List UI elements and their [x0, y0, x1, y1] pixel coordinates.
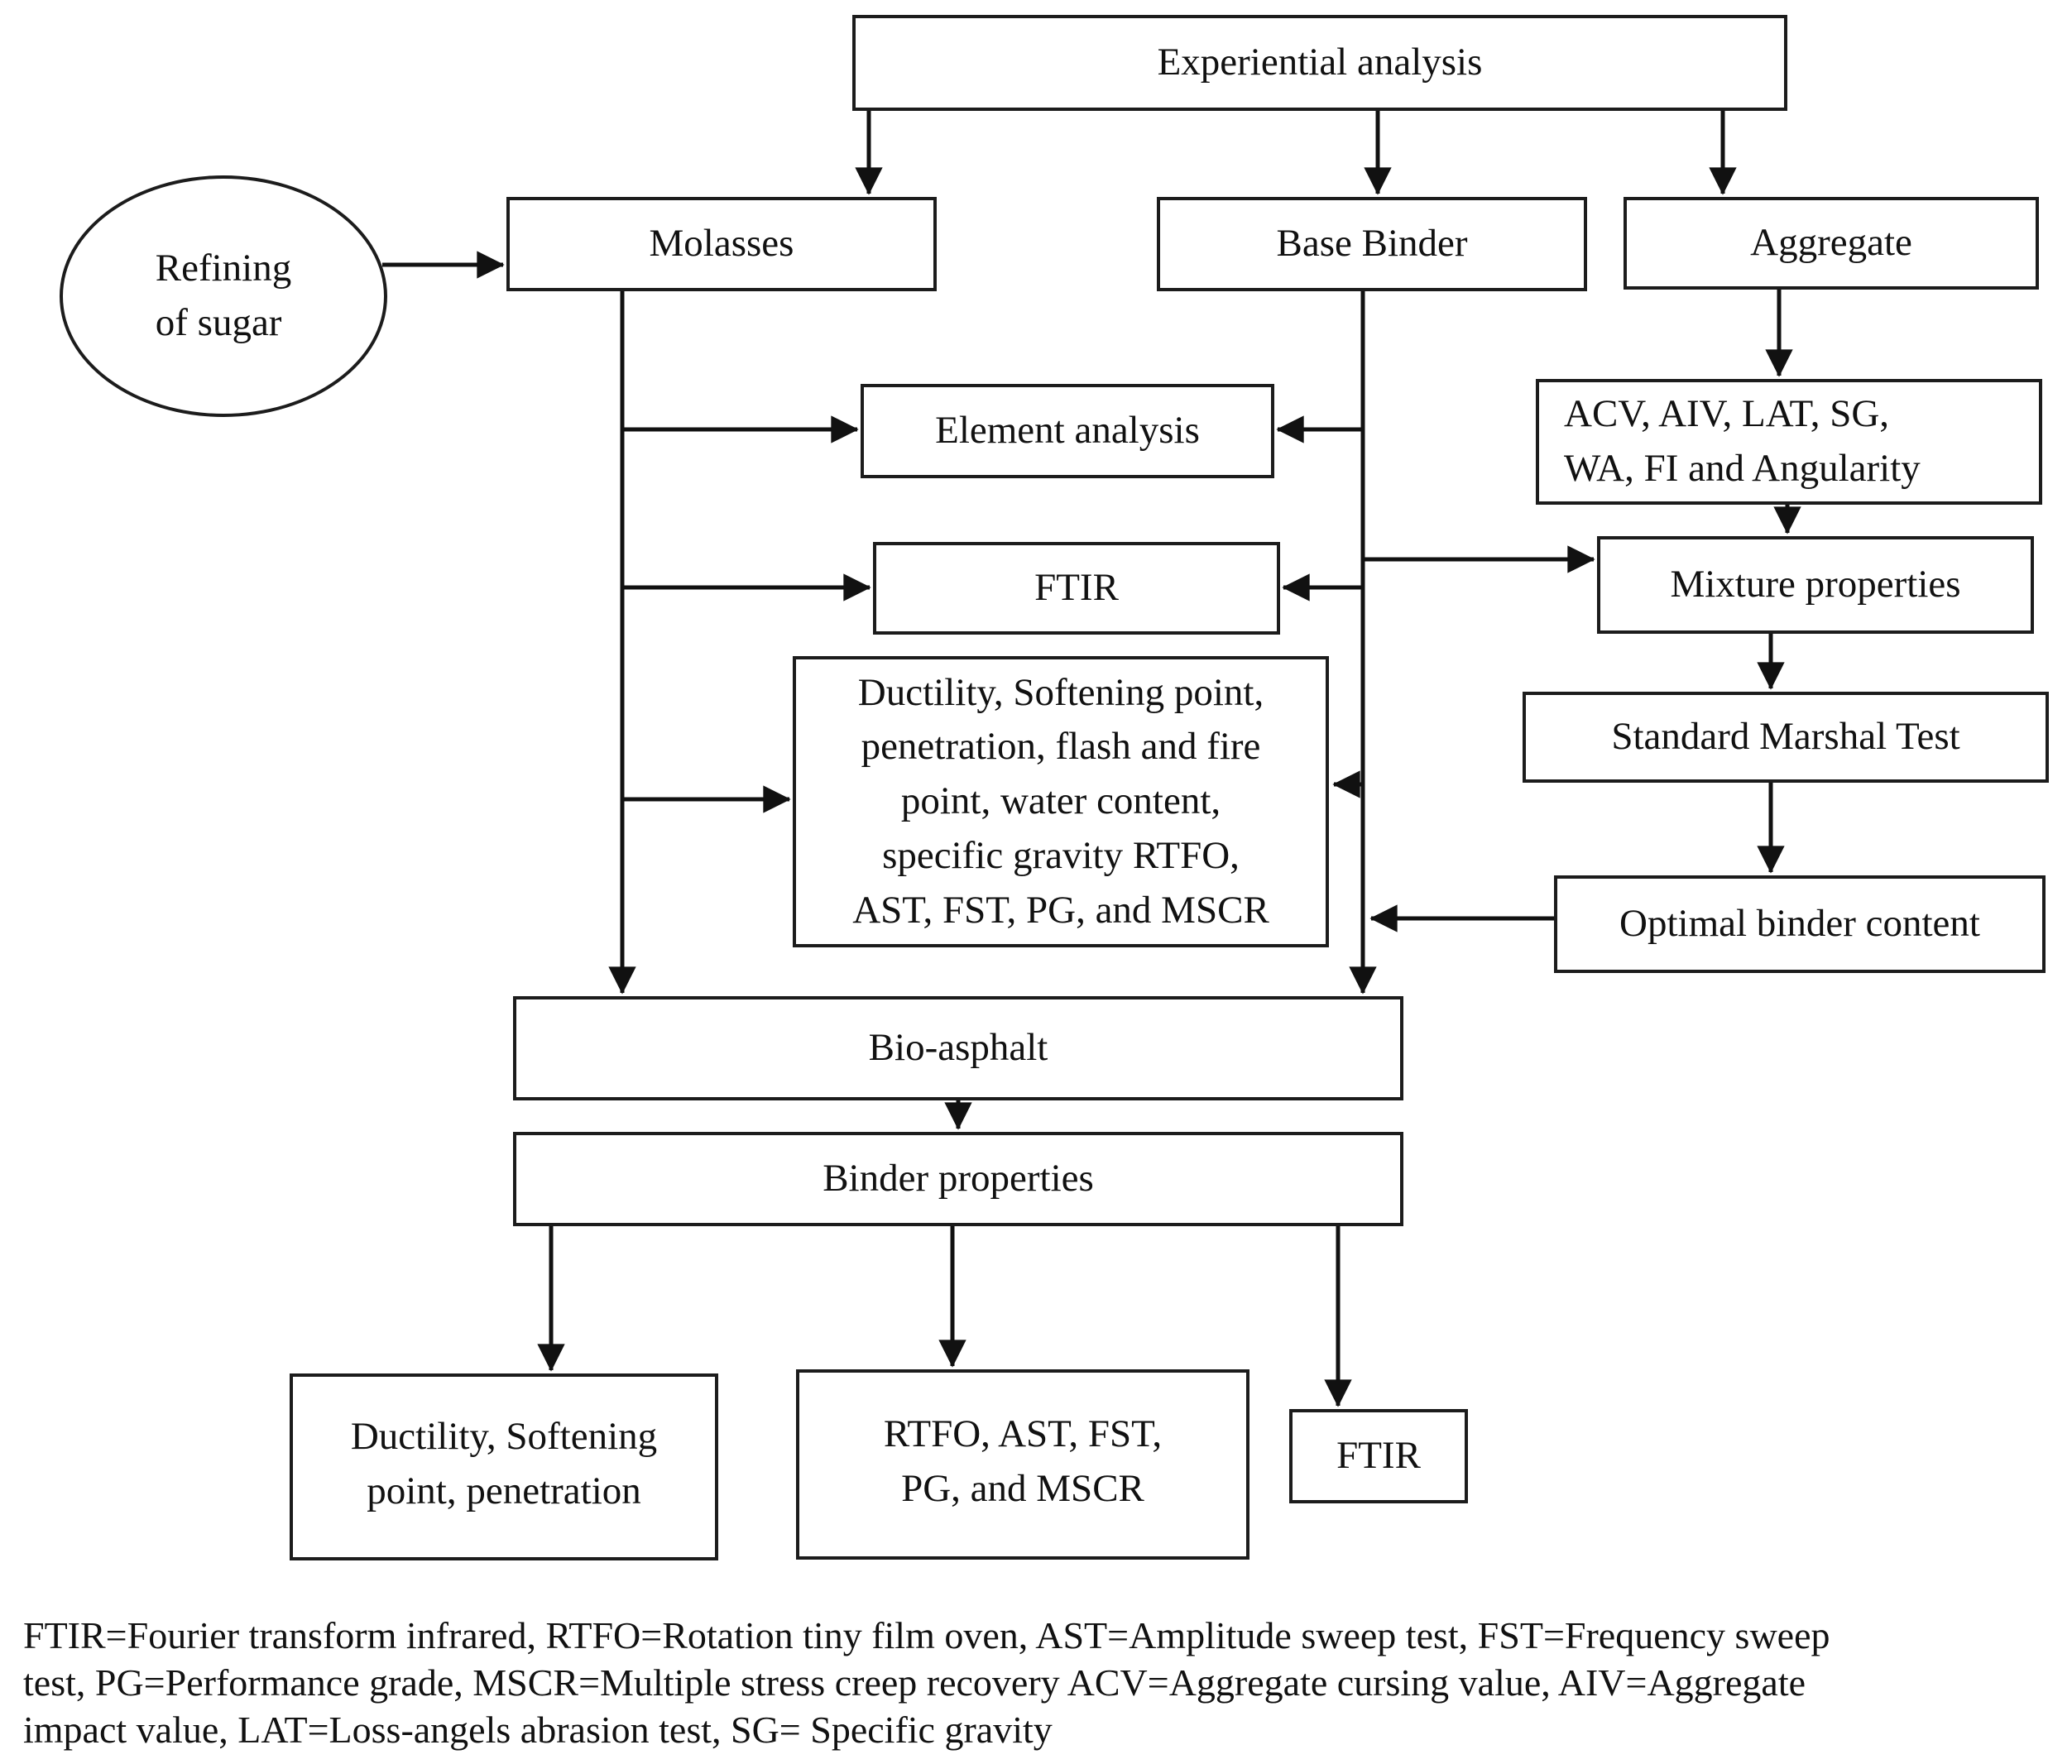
node-bio-asphalt: Bio-asphalt: [513, 996, 1403, 1100]
node-ftir-binder-label: FTIR: [1336, 1434, 1421, 1478]
node-optimal-binder-content: Optimal binder content: [1554, 875, 2046, 973]
node-base-binder-label: Base Binder: [1276, 222, 1468, 266]
node-binder-tests-label: Ductility, Softening point, penetration,…: [852, 670, 1269, 932]
node-bio-asphalt-label: Bio-asphalt: [868, 1026, 1048, 1070]
node-ftir: FTIR: [873, 542, 1280, 635]
node-molasses-label: Molasses: [649, 222, 794, 266]
abbreviations-caption: FTIR=Fourier transform infrared, RTFO=Ro…: [23, 1614, 1830, 1752]
terminator-refining-of-sugar: Refining of sugar: [60, 175, 387, 417]
node-standard-marshal-test-label: Standard Marshal Test: [1611, 715, 1960, 759]
node-experiential-analysis-label: Experiential analysis: [1157, 41, 1483, 84]
node-element-analysis-label: Element analysis: [935, 409, 1200, 453]
node-optimal-binder-content-label: Optimal binder content: [1619, 902, 1980, 946]
node-experiential-analysis: Experiential analysis: [852, 15, 1787, 111]
node-rtfo-ast-fst-pg-mscr-label: RTFO, AST, FST, PG, and MSCR: [883, 1412, 1163, 1510]
node-rtfo-ast-fst-pg-mscr: RTFO, AST, FST, PG, and MSCR: [796, 1369, 1249, 1560]
node-ftir-label: FTIR: [1034, 566, 1119, 610]
node-binder-properties-label: Binder properties: [823, 1157, 1094, 1201]
node-ftir-binder: FTIR: [1289, 1409, 1468, 1503]
node-aggregate-tests: ACV, AIV, LAT, SG, WA, FI and Angularity: [1536, 379, 2042, 505]
node-mixture-properties-label: Mixture properties: [1670, 563, 1961, 606]
node-ductility-softening-penetration: Ductility, Softening point, penetration: [290, 1373, 718, 1560]
node-aggregate-tests-label: ACV, AIV, LAT, SG, WA, FI and Angularity: [1564, 392, 1921, 490]
node-standard-marshal-test: Standard Marshal Test: [1523, 692, 2049, 783]
node-base-binder: Base Binder: [1157, 197, 1587, 291]
node-binder-tests: Ductility, Softening point, penetration,…: [793, 656, 1329, 947]
node-ductility-softening-penetration-label: Ductility, Softening point, penetration: [350, 1415, 658, 1512]
node-mixture-properties: Mixture properties: [1597, 536, 2034, 634]
node-element-analysis: Element analysis: [861, 384, 1274, 478]
node-binder-properties: Binder properties: [513, 1132, 1403, 1226]
node-molasses: Molasses: [506, 197, 937, 291]
terminator-refining-of-sugar-label: Refining of sugar: [155, 247, 292, 344]
node-aggregate: Aggregate: [1624, 197, 2039, 290]
node-aggregate-label: Aggregate: [1750, 221, 1912, 265]
